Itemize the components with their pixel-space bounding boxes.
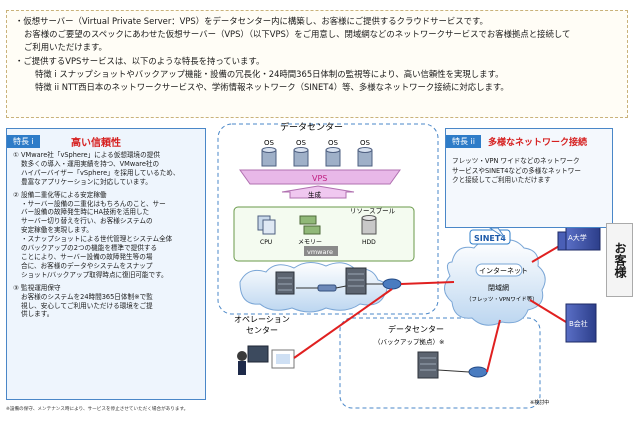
ops-link [293,288,393,359]
operation-center-icon [237,345,295,375]
university-label: A大学 [568,233,587,242]
internet-oval [475,263,523,277]
backup-link [437,369,470,373]
closed-network-label: 閉域網 [488,283,509,292]
vps-label: VPS [312,174,327,183]
feature-title: 多様なネットワーク接続 [488,138,588,148]
section-3-line: お客様のシステムを24時間365日体制※で監 [21,292,153,301]
generate-arrow [281,185,355,199]
memory-label: メモリー [298,239,322,246]
vps-band [239,169,401,185]
feature-description: ① VMware社「vSphere」による仮想環境の提供 数多くの導入・運用実績… [13,151,201,319]
closed-network-sublabel: （フレッツ・VPNワイド等） [466,295,538,303]
os-label: OS [264,139,275,147]
backup-datacenter-label: データセンター [388,324,444,334]
backup-router-icon [468,366,488,378]
svg-text:SINET4: SINET4 [474,234,506,243]
backup-note: ※検討中 [530,399,549,406]
cloud-to-company-link [529,299,567,323]
feature-tag: 特長 ii [446,135,481,148]
rack-server-icon [275,271,295,295]
intro-line-2: お客様のご要望のスペックにあわせた仮想サーバー（VPS）（以下VPS）をご用意し… [24,29,571,40]
cpu-icon [257,215,276,235]
intro-feature-2: 特徴 ii NTT西日本のネットワークサービスや、学術情報ネットワーク（SINE… [35,82,509,93]
section-3-line: 視し、安心してご利用いただける環境をご提 [21,301,153,310]
backup-server-icon [417,351,439,379]
callout-tail [488,227,506,239]
os-label: OS [328,139,339,147]
section-2-line: サーバー切り替えを行い、お客様システムの [21,217,153,226]
internet-label: インターネット [479,266,528,275]
os-server-icon [261,147,277,167]
operation-center-label: オペレーションセンター [234,315,290,335]
os-server-icon [293,147,309,167]
section-1-line: 豊富なアプリケーションに対応しています。 [21,177,152,186]
section-2-line: ことにより、サーバー設備の故障発生等の場 [21,252,153,261]
memory-icon [299,215,321,235]
section-2-line: ・スナップショットによる世代管理とシステム全体 [21,235,173,244]
company-building-icon [565,303,597,343]
section-2-line: バー設備の故障発生時にHA技術を活用した [21,208,150,217]
switch-icon [317,284,337,292]
section-2-line: のバックアップの2つの機能を標準で提供する [21,244,158,253]
section-3-line: 供します。 [21,310,54,319]
rack-server-icon [345,267,367,295]
backup-to-cloud-link [486,319,501,373]
section-1-head: ① VMware社「vSphere」による仮想環境の提供 [13,151,160,159]
feature-line: サービスやSINET4などの多様なネットワー [452,166,581,175]
vmware-logo [304,246,338,256]
os-label: OS [296,139,307,147]
intro-feature-1: 特徴 i スナップショットやバックアップ機能・設備の冗長化・24時間365日体制… [35,68,504,79]
cpu-label: CPU [260,239,272,246]
section-2-line: 合に、お客様のデータやシステムをスナップ [21,261,153,270]
section-2-line: 安定稼働を実現します。 [21,226,93,235]
intro-line-1: ・仮想サーバー（Virtual Private Server：VPS）をデータセ… [15,16,488,26]
intro-box: ・仮想サーバー（Virtual Private Server：VPS）をデータセ… [6,10,628,118]
section-2-line: ショット/バックアップ取得時点に復旧可能です。 [21,270,168,279]
dc-to-cloud-link [400,281,455,285]
section-1-line: 数多くの導入・運用実績を持つ、VMware社の [21,159,160,168]
internal-link [335,285,347,289]
left-footnote: ※設備の保守、メンテナンス時により、サービスを停止させていただく場合があります。 [6,407,189,412]
resource-pool-label: リソースプール [350,207,396,215]
feature-line: フレッツ・VPN ワイドなどのネットワーク [452,157,580,165]
feature-description: フレッツ・VPN ワイドなどのネットワーク サービスやSINET4などの多様なネ… [452,157,608,186]
datacenter-boundary [217,123,439,315]
feature-line: クと接続してご利用いただけます [452,176,551,185]
section-3-head: ③ 監視運用保守 [13,283,61,292]
feature-network-panel: 特長 ii 多様なネットワーク接続 フレッツ・VPN ワイドなどのネットワーク … [445,128,613,228]
generate-label: 生成 [308,190,322,199]
backup-datacenter-sublabel: （バックアップ拠点）※ [374,337,444,346]
os-server-group [261,147,373,167]
external-network-cloud [444,239,546,326]
customer-label: お客様 [606,223,633,297]
intro-line-3: ご利用いただけます。 [24,42,107,53]
feature-title: 高い信頼性 [71,138,121,149]
hdd-icon [361,215,377,235]
feature-tag: 特長 i [7,135,40,148]
os-label: OS [360,139,371,147]
intro-line-4: ・ご提供するVPSサービスは、以下のような特長を持っています。 [15,55,265,66]
section-2-head: ② 設備二重化等による安定稼働 [13,190,107,199]
router-icon [382,278,402,290]
datacenter-label: データセンター [280,121,343,133]
hdd-label: HDD [362,239,376,246]
os-server-icon [357,147,373,167]
section-2-line: ・サーバー設備の二重化はもちろんのこと、サー [21,199,166,208]
vmware-label: vmware [307,248,333,256]
os-server-icon [325,147,341,167]
section-1-line: ハイパーバイザー「vSphere」を採用しているため、 [21,168,180,177]
feature-reliability-panel: 特長 i 高い信頼性 ① VMware社「vSphere」による仮想環境の提供 … [6,128,206,400]
company-label: B会社 [569,319,588,328]
backup-datacenter-boundary [339,317,541,409]
